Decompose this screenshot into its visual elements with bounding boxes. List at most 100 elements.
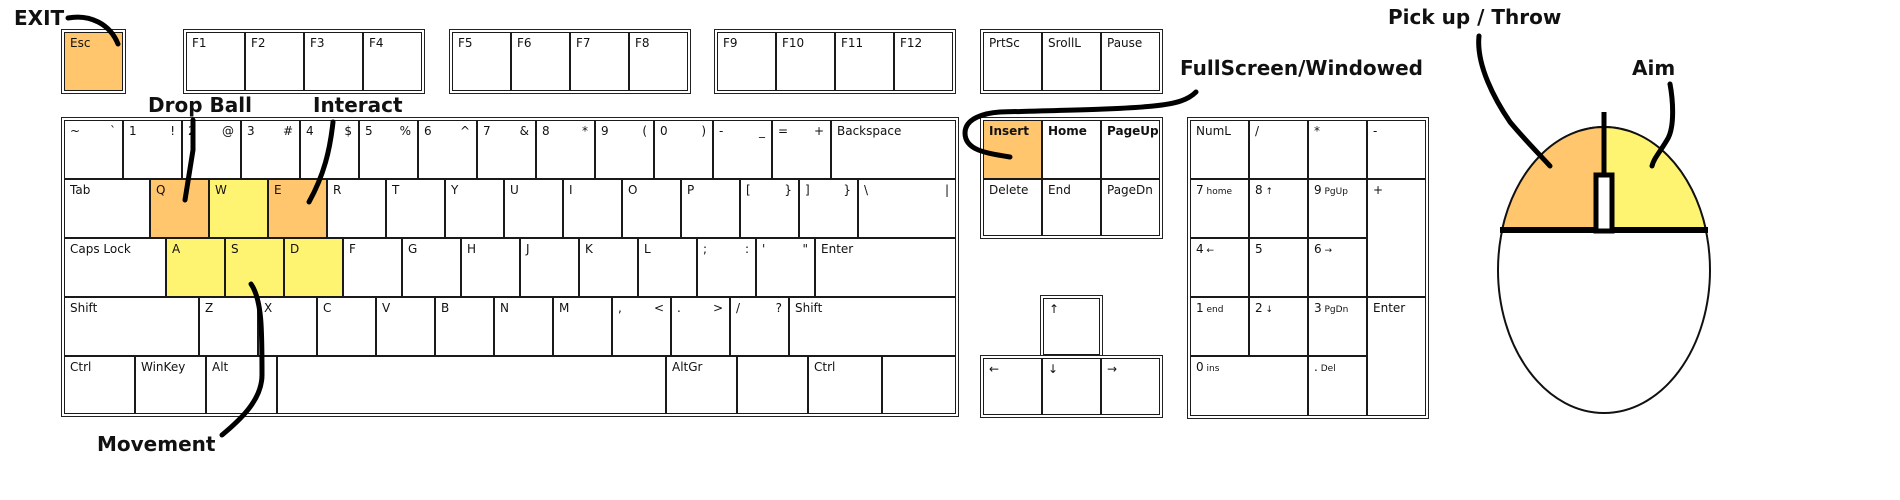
key-numpad-8[interactable]: 8 ↑ bbox=[1249, 179, 1308, 238]
key-slash[interactable]: /? bbox=[730, 297, 789, 356]
key-numpad-0[interactable]: 0 ins bbox=[1190, 356, 1308, 416]
key-right-bracket[interactable]: ]} bbox=[799, 179, 858, 238]
key-backspace[interactable]: Backspace bbox=[831, 120, 956, 179]
key-arrow-left[interactable]: ← bbox=[983, 358, 1042, 415]
key-tab[interactable]: Tab bbox=[64, 179, 150, 238]
key-x[interactable]: X bbox=[258, 297, 317, 356]
key-u[interactable]: U bbox=[504, 179, 563, 238]
key-t[interactable]: T bbox=[386, 179, 445, 238]
key-8[interactable]: 8* bbox=[536, 120, 595, 179]
key-y[interactable]: Y bbox=[445, 179, 504, 238]
key-numpad-divide[interactable]: / bbox=[1249, 120, 1308, 179]
key-f9[interactable]: F9 bbox=[717, 32, 776, 91]
key-blank-2[interactable] bbox=[882, 356, 956, 414]
key-left-shift[interactable]: Shift bbox=[64, 297, 199, 356]
key-numpad-4[interactable]: 4 ← bbox=[1190, 238, 1249, 297]
key-quote[interactable]: '" bbox=[756, 238, 815, 297]
key-left-bracket[interactable]: [} bbox=[740, 179, 799, 238]
key-f6[interactable]: F6 bbox=[511, 32, 570, 91]
key-equals[interactable]: =+ bbox=[772, 120, 831, 179]
key-enter[interactable]: Enter bbox=[815, 238, 956, 297]
key-s[interactable]: S bbox=[225, 238, 284, 297]
key-numpad-decimal[interactable]: . Del bbox=[1308, 356, 1367, 416]
key-numpad-5[interactable]: 5 bbox=[1249, 238, 1308, 297]
key-esc[interactable]: Esc bbox=[64, 32, 123, 91]
key-9[interactable]: 9( bbox=[595, 120, 654, 179]
key-2[interactable]: 2@ bbox=[182, 120, 241, 179]
key-b[interactable]: B bbox=[435, 297, 494, 356]
key-f4[interactable]: F4 bbox=[363, 32, 422, 91]
key-o[interactable]: O bbox=[622, 179, 681, 238]
key-z[interactable]: Z bbox=[199, 297, 258, 356]
key-page-down[interactable]: PageDn bbox=[1101, 179, 1160, 236]
key-3[interactable]: 3# bbox=[241, 120, 300, 179]
key-pause[interactable]: Pause bbox=[1101, 32, 1160, 91]
key-6[interactable]: 6^ bbox=[418, 120, 477, 179]
key-numpad-multiply[interactable]: * bbox=[1308, 120, 1367, 179]
key-7[interactable]: 7& bbox=[477, 120, 536, 179]
key-j[interactable]: J bbox=[520, 238, 579, 297]
key-l[interactable]: L bbox=[638, 238, 697, 297]
key-numpad-7[interactable]: 7 home bbox=[1190, 179, 1249, 238]
key-r[interactable]: R bbox=[327, 179, 386, 238]
key-winkey[interactable]: WinKey bbox=[135, 356, 206, 414]
key-f11[interactable]: F11 bbox=[835, 32, 894, 91]
key-numpad-minus[interactable]: - bbox=[1367, 120, 1426, 179]
key-a[interactable]: A bbox=[166, 238, 225, 297]
key-comma[interactable]: ,< bbox=[612, 297, 671, 356]
key-numpad-2[interactable]: 2 ↓ bbox=[1249, 297, 1308, 356]
key-numpad-9[interactable]: 9 PgUp bbox=[1308, 179, 1367, 238]
key-minus[interactable]: -_ bbox=[713, 120, 772, 179]
key-f7[interactable]: F7 bbox=[570, 32, 629, 91]
key-space[interactable] bbox=[277, 356, 666, 414]
key-arrow-down[interactable]: ↓ bbox=[1042, 358, 1101, 415]
key-left-ctrl[interactable]: Ctrl bbox=[64, 356, 135, 414]
key-numpad-1[interactable]: 1 end bbox=[1190, 297, 1249, 356]
mouse-scroll-wheel[interactable] bbox=[1593, 172, 1615, 234]
key-c[interactable]: C bbox=[317, 297, 376, 356]
key-page-up[interactable]: PageUp bbox=[1101, 120, 1160, 179]
key-period[interactable]: .> bbox=[671, 297, 730, 356]
key-backslash[interactable]: \| bbox=[858, 179, 956, 238]
key-4[interactable]: 4$ bbox=[300, 120, 359, 179]
key-right-ctrl[interactable]: Ctrl bbox=[808, 356, 882, 414]
key-f8[interactable]: F8 bbox=[629, 32, 688, 91]
key-delete[interactable]: Delete bbox=[983, 179, 1042, 236]
key-alt[interactable]: Alt bbox=[206, 356, 277, 414]
key-h[interactable]: H bbox=[461, 238, 520, 297]
key-arrow-up[interactable]: ↑ bbox=[1043, 298, 1100, 355]
mouse-left-button[interactable] bbox=[1500, 125, 1605, 231]
key-tilde[interactable]: ~` bbox=[64, 120, 123, 179]
key-v[interactable]: V bbox=[376, 297, 435, 356]
key-arrow-right[interactable]: → bbox=[1101, 358, 1160, 415]
key-1[interactable]: 1! bbox=[123, 120, 182, 179]
key-p[interactable]: P bbox=[681, 179, 740, 238]
key-scroll-lock[interactable]: SrollL bbox=[1042, 32, 1101, 91]
key-caps-lock[interactable]: Caps Lock bbox=[64, 238, 166, 297]
key-f10[interactable]: F10 bbox=[776, 32, 835, 91]
key-f1[interactable]: F1 bbox=[186, 32, 245, 91]
key-k[interactable]: K bbox=[579, 238, 638, 297]
key-altgr[interactable]: AltGr bbox=[666, 356, 737, 414]
key-w[interactable]: W bbox=[209, 179, 268, 238]
key-e[interactable]: E bbox=[268, 179, 327, 238]
key-d[interactable]: D bbox=[284, 238, 343, 297]
key-semicolon[interactable]: ;: bbox=[697, 238, 756, 297]
key-num-lock[interactable]: NumL bbox=[1190, 120, 1249, 179]
key-prtsc[interactable]: PrtSc bbox=[983, 32, 1042, 91]
key-q[interactable]: Q bbox=[150, 179, 209, 238]
key-5[interactable]: 5% bbox=[359, 120, 418, 179]
key-0[interactable]: 0) bbox=[654, 120, 713, 179]
key-right-shift[interactable]: Shift bbox=[789, 297, 956, 356]
key-numpad-6[interactable]: 6 → bbox=[1308, 238, 1367, 297]
key-i[interactable]: I bbox=[563, 179, 622, 238]
key-m[interactable]: M bbox=[553, 297, 612, 356]
key-insert[interactable]: Insert bbox=[983, 120, 1042, 179]
mouse-right-button[interactable] bbox=[1603, 125, 1708, 231]
key-f5[interactable]: F5 bbox=[452, 32, 511, 91]
key-g[interactable]: G bbox=[402, 238, 461, 297]
key-end[interactable]: End bbox=[1042, 179, 1101, 236]
key-home[interactable]: Home bbox=[1042, 120, 1101, 179]
key-f2[interactable]: F2 bbox=[245, 32, 304, 91]
key-numpad-enter[interactable]: Enter bbox=[1367, 297, 1426, 416]
